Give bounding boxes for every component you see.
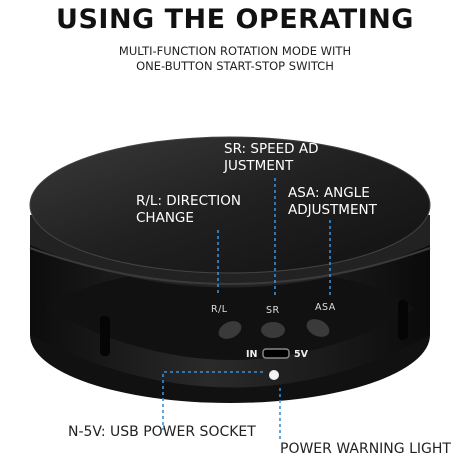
callout-line-usb	[162, 371, 263, 430]
power-light	[269, 370, 279, 380]
side-slot	[398, 300, 408, 340]
sr-button-label: SR	[266, 305, 280, 316]
asa-button	[306, 319, 330, 337]
sr-callout-line-2: JUSTMENT	[224, 158, 294, 174]
rl-callout: R/L: DIRECTION CHANGE	[136, 193, 241, 227]
rl-button-label: R/L	[211, 304, 228, 315]
subtitle-line-2: ONE-BUTTON START-STOP SWITCH	[136, 59, 334, 73]
asa-callout-line-1: ASA: ANGLE	[288, 185, 370, 201]
sr-callout: SR: SPEED AD JUSTMENT	[224, 141, 318, 175]
sr-button	[261, 322, 285, 338]
usb-socket-callout: N-5V: USB POWER SOCKET	[68, 424, 256, 440]
port-in-label: IN	[246, 349, 258, 360]
subtitle-line-1: MULTI-FUNCTION ROTATION MODE WITH	[118, 44, 352, 58]
port-5v-label: 5V	[294, 349, 308, 360]
power-light-callout: POWER WARNING LIGHT	[280, 441, 451, 457]
rl-callout-line-1: R/L: DIRECTION	[136, 193, 241, 209]
asa-button-label: ASA	[315, 302, 336, 313]
sr-callout-line-1: SR: SPEED AD	[224, 141, 319, 157]
rl-callout-line-2: CHANGE	[136, 210, 194, 226]
usb-port	[262, 348, 290, 359]
page-title: USING THE OPERATING	[56, 4, 414, 35]
asa-callout-line-2: ADJUSTMENT	[288, 202, 377, 218]
rl-button	[218, 321, 242, 339]
asa-callout: ASA: ANGLE ADJUSTMENT	[288, 185, 377, 219]
side-slot	[100, 316, 110, 356]
